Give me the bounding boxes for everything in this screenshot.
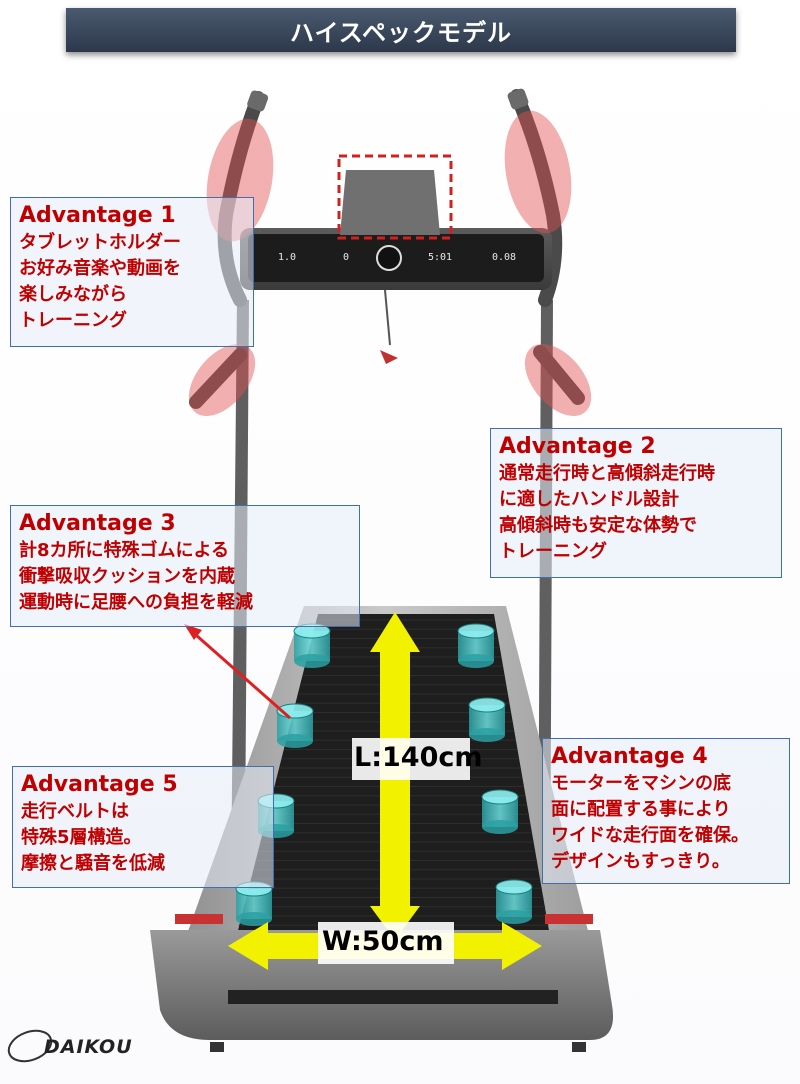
console-dial: [376, 245, 402, 271]
advantage-2-line: 通常走行時と高傾斜走行時: [499, 463, 715, 484]
right-lower-handle: [533, 345, 585, 405]
handle-highlight-lower-right: [524, 344, 592, 416]
width-label: W:50cm: [322, 926, 444, 957]
cushion-cylinder: [495, 879, 533, 924]
advantage-5-line: 走行ベルトは: [21, 801, 129, 822]
advantage-1-title: Advantage 1: [19, 203, 176, 228]
advantage-2-box: Advantage 2 通常走行時と高傾斜走行時 に適したハンドル設計 高傾斜時…: [490, 428, 782, 578]
length-label: L:140cm: [354, 742, 483, 773]
advantage-1-line: お好み音楽や動画を: [19, 258, 181, 279]
banner-title: ハイスペックモデル: [289, 18, 513, 47]
console-readout-speed: 1.0: [278, 252, 297, 263]
advantage-1-line: トレーニング: [19, 310, 127, 331]
cushion-cylinder: [235, 881, 273, 926]
advantage-1-box: Advantage 1 タブレットホルダー お好み音楽や動画を 楽しみながら ト…: [10, 197, 254, 347]
advantage-3-title: Advantage 3: [19, 511, 176, 536]
console-readout-distance: 0.08: [492, 252, 517, 263]
cushion-group: [235, 623, 533, 926]
cushion-cylinder: [481, 789, 519, 834]
advantage-5-line: 特殊5層構造。: [21, 827, 142, 848]
advantage-3-line: 衝撃吸収クッションを内蔵: [19, 566, 235, 587]
advantage-4-line: ワイドな走行面を確保。: [551, 825, 749, 846]
console-readout-incline: 0: [343, 252, 350, 263]
advantage-2-line: 高傾斜時も安定な体勢で: [499, 515, 697, 536]
advantage-5-line: 摩擦と騒音を低減: [21, 853, 165, 874]
advantage-2-line: に適したハンドル設計: [499, 489, 679, 510]
advantage-3-line: 計8カ所に特殊ゴムによる: [19, 540, 229, 561]
handle-highlight-upper-right: [504, 110, 572, 234]
cushion-cylinder: [293, 623, 331, 668]
advantage-4-line: 面に配置する事により: [551, 799, 731, 820]
advantage-5-title: Advantage 5: [21, 772, 178, 797]
advantage-4-line: モーターをマシンの底: [551, 773, 731, 794]
advantage-2-title: Advantage 2: [499, 434, 656, 459]
advantage-1-line: 楽しみながら: [19, 284, 127, 305]
safety-key-cord: [384, 289, 391, 346]
callout-arrow: [187, 626, 291, 720]
cushion-cylinder: [276, 703, 314, 748]
advantage-5-box: Advantage 5 走行ベルトは 特殊5層構造。 摩擦と騒音を低減: [12, 766, 274, 888]
warning-label-right: [545, 914, 593, 924]
console-readout-time: 5:01: [428, 252, 453, 263]
width-label-bg: [318, 922, 454, 964]
tablet-holder: [340, 170, 440, 235]
advantage-3-line: 運動時に足腰への負担を軽減: [19, 592, 253, 613]
brand-logo-mark: [7, 1029, 53, 1063]
warning-label-left: [175, 914, 223, 924]
advantage-2-line: トレーニング: [499, 541, 607, 562]
length-label-bg: [352, 738, 470, 780]
cushion-cylinder: [457, 623, 495, 668]
advantage-1-line: タブレットホルダー: [19, 232, 181, 253]
brand-logo-text: DAIKOU: [44, 1036, 133, 1058]
right-upper-handle: [510, 89, 563, 307]
advantage-4-line: デザインもすっきり。: [551, 851, 730, 872]
safety-clip: [380, 350, 398, 364]
advantage-3-box: Advantage 3 計8カ所に特殊ゴムによる 衝撃吸収クッションを内蔵 運動…: [10, 505, 360, 627]
cushion-cylinder: [468, 697, 506, 742]
tablet-highlight-frame: [337, 154, 453, 240]
advantage-4-box: Advantage 4 モーターをマシンの底 面に配置する事により ワイドな走行…: [542, 738, 790, 884]
header-banner: ハイスペックモデル: [66, 8, 736, 52]
advantage-4-title: Advantage 4: [551, 744, 708, 769]
handle-highlight-lower-left: [188, 344, 256, 416]
left-lower-handle: [189, 348, 247, 409]
